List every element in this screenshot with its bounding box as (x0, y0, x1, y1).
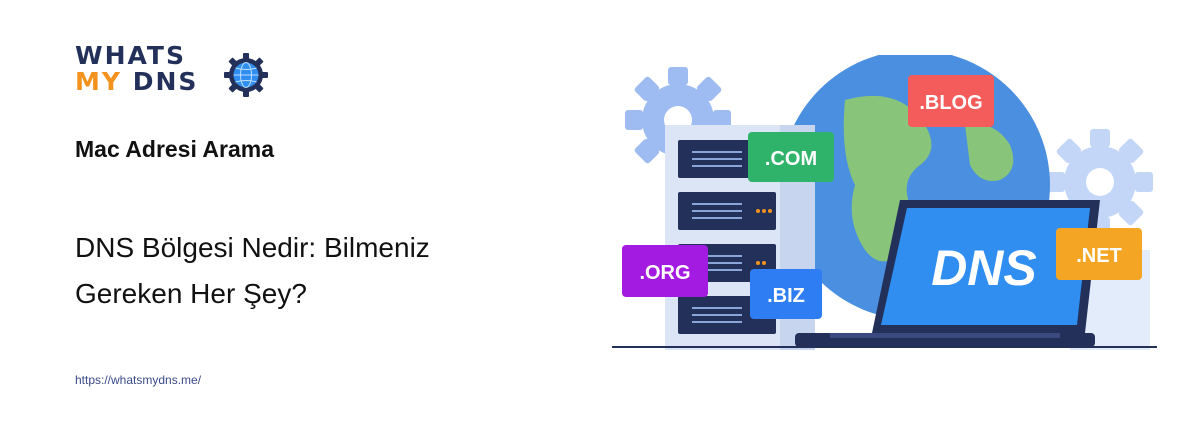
svg-text:.ORG: .ORG (639, 262, 690, 284)
page-title-line2: Gereken Her Şey? (75, 278, 307, 309)
tld-tag-org: .ORG (622, 245, 708, 297)
page-title: DNS Bölgesi Nedir: Bilmeniz Gereken Her … (75, 225, 595, 317)
tld-tag-biz: .BIZ (750, 269, 822, 319)
related-link-title[interactable]: Mac Adresi Arama (75, 136, 274, 162)
tld-tag-com: .COM (748, 132, 834, 182)
logo-text-line2: MY DNS (75, 68, 198, 96)
tld-tag-blog: .BLOG (908, 75, 994, 127)
tld-tag-net: .NET (1056, 228, 1142, 280)
svg-text:.BLOG: .BLOG (919, 92, 982, 114)
dns-illustration: DNS .BLOG .COM .ORG .BIZ .NET (612, 55, 1157, 350)
logo-text-line1: WHATS (75, 41, 186, 70)
logo-text-my: MY (75, 67, 133, 96)
logo-text-dns: DNS (132, 67, 199, 96)
site-url-link[interactable]: https://whatsmydns.me/ (75, 373, 202, 387)
laptop-dns-text: DNS (931, 240, 1037, 296)
laptop-icon (795, 200, 1100, 347)
svg-text:.NET: .NET (1076, 245, 1122, 267)
svg-text:.BIZ: .BIZ (767, 285, 805, 307)
svg-text:.COM: .COM (765, 148, 817, 170)
whatsmydns-logo[interactable]: WHATS MY DNS (75, 40, 275, 100)
gear-globe-icon (224, 53, 268, 97)
page-title-line1: DNS Bölgesi Nedir: Bilmeniz (75, 232, 430, 263)
